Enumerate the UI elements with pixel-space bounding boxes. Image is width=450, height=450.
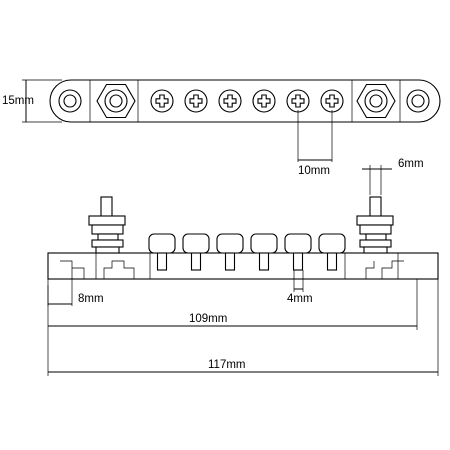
phillips-screw-icon bbox=[252, 89, 276, 113]
dimension-height: 15mm bbox=[2, 79, 62, 123]
dimension-stud-diameter-label: 6mm bbox=[398, 158, 424, 170]
dimension-stud-diameter: 6mm bbox=[362, 158, 424, 195]
stud-nut-left bbox=[96, 83, 136, 119]
dimension-overall-length: 117mm bbox=[47, 279, 439, 376]
side-screw bbox=[182, 233, 210, 271]
side-screw bbox=[250, 233, 278, 271]
side-terminal-screws bbox=[148, 233, 346, 271]
mounting-hole-right bbox=[406, 89, 430, 113]
phillips-screw-icon bbox=[150, 89, 174, 113]
side-screw bbox=[216, 233, 244, 271]
stud-left bbox=[88, 196, 126, 254]
phillips-screw-icon bbox=[320, 89, 344, 113]
mounting-hole-left bbox=[58, 89, 82, 113]
phillips-screw-icon bbox=[286, 89, 310, 113]
side-screw bbox=[148, 233, 176, 271]
side-screw bbox=[318, 233, 346, 271]
dimension-screw-width: 4mm bbox=[287, 270, 313, 305]
top-view-outline bbox=[49, 79, 441, 123]
stud-right bbox=[356, 196, 394, 254]
dimension-hole-spacing-label: 109mm bbox=[189, 313, 227, 325]
dimension-height-label: 15mm bbox=[2, 95, 34, 107]
side-screw bbox=[284, 233, 312, 271]
dimension-side-width-label: 8mm bbox=[78, 293, 104, 305]
dimension-stud-spacing: 10mm bbox=[297, 110, 333, 177]
top-view bbox=[49, 79, 441, 123]
dimension-side-width: 8mm bbox=[47, 268, 104, 306]
dimension-hole-spacing: 109mm bbox=[48, 279, 418, 330]
dimension-screw-width-label: 4mm bbox=[287, 293, 313, 305]
stud-nut-right bbox=[356, 83, 396, 119]
dimension-stud-spacing-label: 10mm bbox=[298, 165, 330, 177]
dimension-overall-length-label: 117mm bbox=[208, 359, 246, 371]
side-view bbox=[47, 196, 439, 280]
side-view-base bbox=[47, 252, 439, 280]
phillips-screw-icon bbox=[184, 89, 208, 113]
phillips-screw-icon bbox=[218, 89, 242, 113]
